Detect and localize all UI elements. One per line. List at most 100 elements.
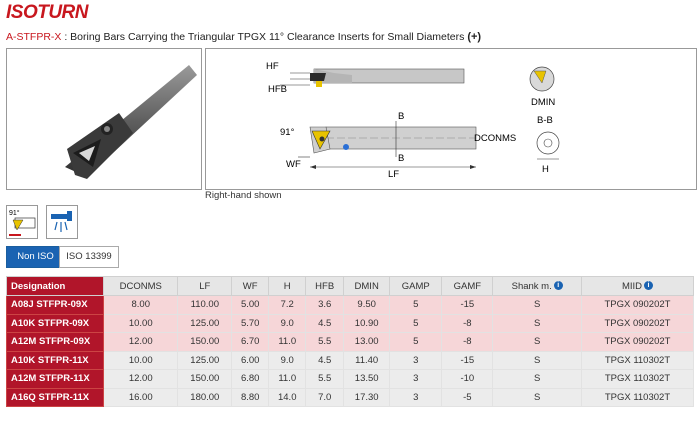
isoturn-logo[interactable]: ISOTURN: [6, 2, 89, 24]
info-icon[interactable]: i: [553, 281, 563, 291]
cell-dmin: 11.40: [343, 350, 391, 370]
cell-gamf: -8: [441, 332, 494, 352]
cell-lf: 125.00: [177, 313, 233, 333]
cell-miid[interactable]: TPGX 110302T: [580, 369, 695, 389]
non-iso-toggle[interactable]: Non ISO: [6, 246, 65, 268]
col-dmin[interactable]: DMIN: [343, 276, 391, 296]
cell-miid[interactable]: TPGX 090202T: [580, 313, 695, 333]
cell-shank: S: [492, 350, 582, 370]
table-header-row: Designation DCONMS LF WF H HFB DMIN GAMP…: [6, 276, 695, 296]
cell-lf: 125.00: [177, 350, 233, 370]
label-wf: WF: [286, 159, 301, 170]
label-b-top: B: [398, 111, 404, 122]
col-shank-material[interactable]: Shank m.i: [492, 276, 582, 296]
col-gamp[interactable]: GAMP: [389, 276, 443, 296]
label-bb: B-B: [537, 115, 553, 126]
table-row[interactable]: A12M STFPR-09X 12.00 150.00 6.70 11.0 5.…: [6, 332, 695, 352]
miid-label: MIID: [621, 280, 642, 292]
col-designation[interactable]: Designation: [6, 276, 104, 296]
cell-designation[interactable]: A12M STFPR-09X: [6, 332, 104, 352]
expand-plus[interactable]: (+): [467, 31, 482, 43]
cell-wf: 8.80: [231, 387, 270, 407]
cell-shank: S: [492, 332, 582, 352]
boring-bar-photo: [65, 65, 197, 179]
cell-designation[interactable]: A08J STFPR-09X: [6, 295, 104, 315]
product-photo[interactable]: [6, 48, 202, 190]
page-title: A-STFPR-X : Boring Bars Carrying the Tri…: [6, 31, 481, 43]
cell-hfb: 4.5: [305, 313, 345, 333]
cell-dconms: 16.00: [102, 387, 179, 407]
col-wf[interactable]: WF: [231, 276, 270, 296]
col-hfb[interactable]: HFB: [305, 276, 345, 296]
coolant-icon[interactable]: [46, 205, 78, 239]
cell-gamp: 5: [389, 332, 443, 352]
cell-shank: S: [492, 295, 582, 315]
cell-miid[interactable]: TPGX 110302T: [580, 387, 695, 407]
cell-hfb: 5.5: [305, 369, 345, 389]
cell-gamp: 3: [389, 350, 443, 370]
approach-angle-icon[interactable]: 91°: [6, 205, 38, 239]
cell-shank: S: [492, 369, 582, 389]
dimension-drawing: HF HFB DMIN B-B H B B DCONMS 91° WF LF: [266, 61, 560, 180]
label-angle: 91°: [280, 127, 295, 138]
drawing-caption: Right-hand shown: [205, 190, 282, 201]
cell-designation[interactable]: A10K STFPR-09X: [6, 313, 104, 333]
label-lf: LF: [388, 169, 399, 180]
cell-hfb: 5.5: [305, 332, 345, 352]
table-row[interactable]: A10K STFPR-09X 10.00 125.00 5.70 9.0 4.5…: [6, 313, 695, 333]
cell-gamp: 3: [389, 387, 443, 407]
technical-drawing[interactable]: HF HFB DMIN B-B H B B DCONMS 91° WF LF: [205, 48, 697, 190]
cell-designation[interactable]: A10K STFPR-11X: [6, 350, 104, 370]
spec-table: Designation DCONMS LF WF H HFB DMIN GAMP…: [6, 276, 695, 407]
cell-wf: 6.70: [231, 332, 270, 352]
cell-shank: S: [492, 387, 582, 407]
cell-hfb: 7.0: [305, 387, 345, 407]
col-dconms[interactable]: DCONMS: [102, 276, 179, 296]
angle-icon-label: 91°: [9, 209, 20, 217]
cell-dconms: 10.00: [102, 313, 179, 333]
product-description: : Boring Bars Carrying the Triangular TP…: [61, 31, 468, 43]
cell-designation[interactable]: A16Q STFPR-11X: [6, 387, 104, 407]
cell-dmin: 17.30: [343, 387, 391, 407]
col-lf[interactable]: LF: [177, 276, 233, 296]
cell-dmin: 9.50: [343, 295, 391, 315]
table-row[interactable]: A16Q STFPR-11X 16.00 180.00 8.80 14.0 7.…: [6, 387, 695, 407]
col-h[interactable]: H: [268, 276, 307, 296]
cell-dmin: 13.00: [343, 332, 391, 352]
cell-lf: 180.00: [177, 387, 233, 407]
table-row[interactable]: A08J STFPR-09X 8.00 110.00 5.00 7.2 3.6 …: [6, 295, 695, 315]
table-row[interactable]: A10K STFPR-11X 10.00 125.00 6.00 9.0 4.5…: [6, 350, 695, 370]
col-gamf[interactable]: GAMF: [441, 276, 494, 296]
label-hfb: HFB: [268, 84, 287, 95]
iso-13399-toggle[interactable]: ISO 13399: [59, 246, 119, 268]
cell-h: 9.0: [268, 350, 307, 370]
cell-miid[interactable]: TPGX 090202T: [580, 295, 695, 315]
shank-material-label: Shank m.: [511, 280, 552, 292]
cell-h: 14.0: [268, 387, 307, 407]
cell-h: 9.0: [268, 313, 307, 333]
cell-hfb: 4.5: [305, 350, 345, 370]
cell-dmin: 10.90: [343, 313, 391, 333]
cell-gamf: -15: [441, 295, 494, 315]
table-row[interactable]: A12M STFPR-11X 12.00 150.00 6.80 11.0 5.…: [6, 369, 695, 389]
cell-dmin: 13.50: [343, 369, 391, 389]
cell-gamp: 5: [389, 313, 443, 333]
cell-h: 11.0: [268, 369, 307, 389]
cell-gamf: -10: [441, 369, 494, 389]
cell-miid[interactable]: TPGX 090202T: [580, 332, 695, 352]
cell-shank: S: [492, 313, 582, 333]
cell-lf: 110.00: [177, 295, 233, 315]
cell-designation[interactable]: A12M STFPR-11X: [6, 369, 104, 389]
cell-miid[interactable]: TPGX 110302T: [580, 350, 695, 370]
logo-iso: ISO: [6, 2, 38, 23]
cell-wf: 5.00: [231, 295, 270, 315]
cell-wf: 6.80: [231, 369, 270, 389]
cell-dconms: 12.00: [102, 332, 179, 352]
info-icon[interactable]: i: [644, 281, 653, 291]
label-hf: HF: [266, 61, 279, 72]
cell-gamf: -15: [441, 350, 494, 370]
cell-gamf: -5: [441, 387, 494, 407]
label-dconms: DCONMS: [474, 133, 516, 144]
cell-lf: 150.00: [177, 369, 233, 389]
